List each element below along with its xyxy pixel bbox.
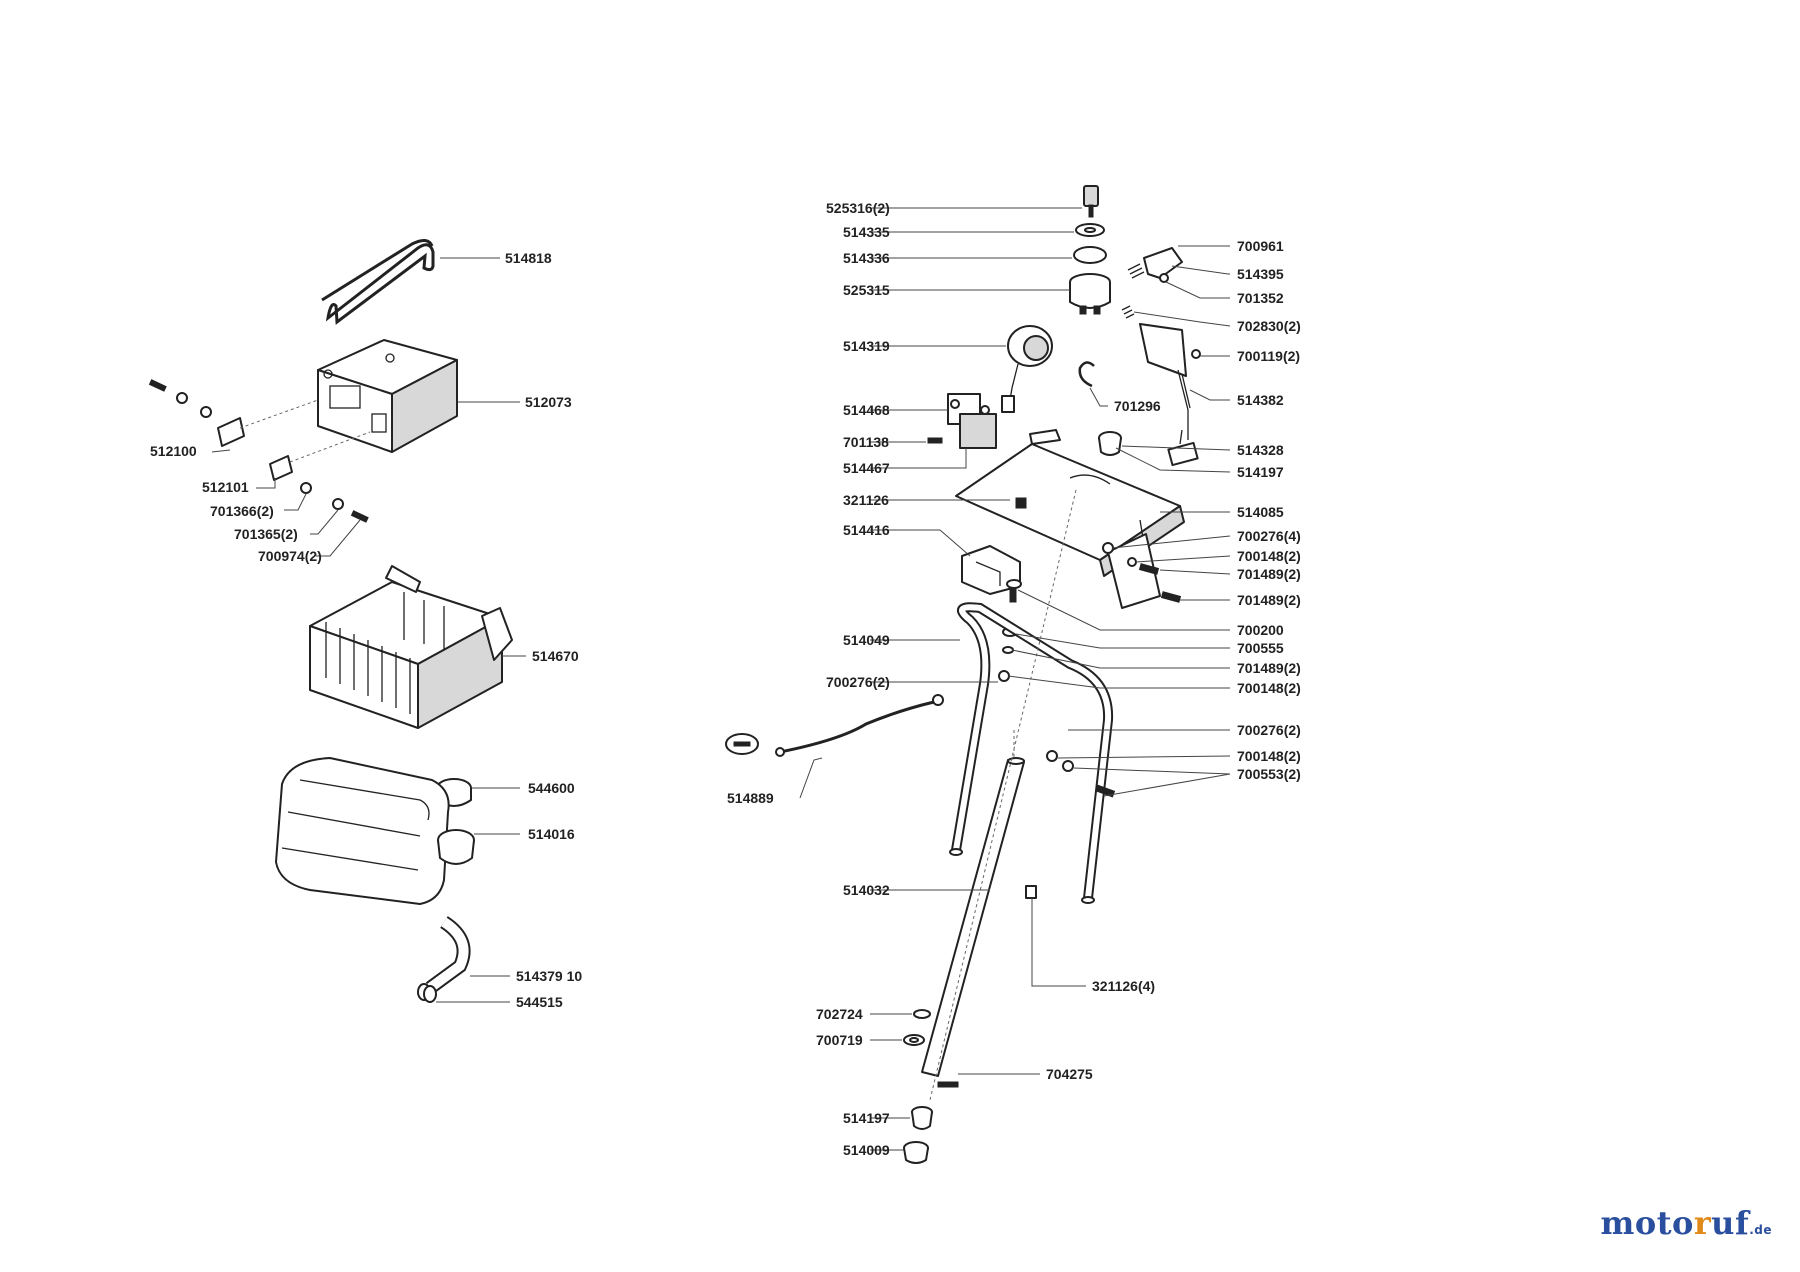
part-number-label: 321126: [843, 492, 889, 508]
part-number-label: 701365(2): [234, 526, 298, 542]
part-number-label: 514197: [843, 1110, 890, 1126]
logo-suffix: .de: [1749, 1223, 1772, 1237]
part-number-label: 701489(2): [1237, 566, 1301, 582]
part-number-label: 525316(2): [826, 200, 890, 216]
fuel-hose-part: [417, 916, 471, 1003]
logo-text-part: uf: [1711, 1204, 1750, 1242]
part-number-label: 514467: [843, 460, 890, 476]
washer-hole-part: [1084, 227, 1096, 233]
throttle-bracket-part: [1121, 305, 1201, 440]
part-number-label: 514379 10: [516, 968, 582, 984]
part-number-label: 514328: [1237, 442, 1284, 458]
part-number-label: 514336: [843, 250, 890, 266]
part-number-label: 514197: [1237, 464, 1284, 480]
part-number-label: 514670: [532, 648, 579, 664]
part-number-label: 514382: [1237, 392, 1284, 408]
circlip-part: [1078, 361, 1095, 388]
bracket-hardware-part: [998, 542, 1182, 682]
column-bottom-hardware-part: [903, 1009, 959, 1164]
part-number-label: 514818: [505, 250, 552, 266]
ignition-switch-part: [1069, 273, 1111, 315]
part-number-label: 700200: [1237, 622, 1284, 638]
dashboard-panel-part: [955, 429, 1185, 609]
part-number-label: 700276(4): [1237, 528, 1301, 544]
part-number-label: 514335: [843, 224, 890, 240]
part-number-label: 514319: [843, 338, 890, 354]
part-number-label: 701489(2): [1237, 592, 1301, 608]
part-number-labels: 514818 512073 512100 512101 701366(2) 70…: [150, 200, 1301, 1158]
part-number-label: 512100: [150, 443, 197, 459]
battery-strap-part: [321, 239, 435, 325]
part-number-label: 700555: [1237, 640, 1284, 656]
terminal-hardware-part: [148, 379, 371, 523]
part-number-label: 701352: [1237, 290, 1284, 306]
part-number-label: 701489(2): [1237, 660, 1301, 676]
logo-text-part: r: [1693, 1204, 1712, 1242]
leader-lines: [211, 207, 1231, 1151]
ground-cable-part: [725, 694, 944, 757]
part-number-label: 514889: [727, 790, 774, 806]
part-number-label: 514032: [843, 882, 890, 898]
part-number-label: 700961: [1237, 238, 1284, 254]
ignition-key-part: [1083, 185, 1099, 218]
part-number-label: 544515: [516, 994, 563, 1010]
bushing-part: [1098, 431, 1122, 456]
part-number-label: 514016: [528, 826, 575, 842]
part-number-label: 514049: [843, 632, 890, 648]
buzzer-part: [1001, 325, 1053, 413]
part-number-label: 700148(2): [1237, 548, 1301, 564]
steering-column-part: [921, 489, 1077, 1101]
part-number-label: 701138: [843, 434, 889, 450]
part-number-label: 701366(2): [210, 503, 274, 519]
part-number-label: 512073: [525, 394, 572, 410]
part-number-label: 700148(2): [1237, 748, 1301, 764]
part-number-label: 702724: [816, 1006, 863, 1022]
handle-side-hardware-part: [1025, 750, 1116, 899]
part-number-label: 514416: [843, 522, 890, 538]
handle-frame-part: [949, 602, 1114, 904]
part-number-label: 700276(2): [1237, 722, 1301, 738]
part-number-label: 514009: [843, 1142, 890, 1158]
logo-text-part: moto: [1600, 1204, 1694, 1242]
battery-part: [317, 339, 458, 453]
part-number-label: 701296: [1114, 398, 1161, 414]
part-number-label: 700553(2): [1237, 766, 1301, 782]
part-number-label: 702830(2): [1237, 318, 1301, 334]
brand-logo: motoruf.de: [1600, 1204, 1772, 1242]
part-number-label: 321126(4): [1092, 978, 1155, 994]
part-number-label: 514085: [1237, 504, 1284, 520]
part-number-label: 700719: [816, 1032, 863, 1048]
part-number-label: 700276(2): [826, 674, 890, 690]
part-number-label: 700974(2): [258, 548, 322, 564]
part-number-label: 700119(2): [1237, 348, 1300, 364]
part-number-label: 512101: [202, 479, 249, 495]
part-number-label: 514395: [1237, 266, 1284, 282]
part-number-label: 700148(2): [1237, 680, 1301, 696]
nut-part: [1073, 246, 1107, 264]
part-number-label: 525315: [843, 282, 890, 298]
throttle-knob-part: [1127, 247, 1183, 283]
part-number-label: 514468: [843, 402, 890, 418]
part-number-label: 544600: [528, 780, 575, 796]
fuel-tank-part: [275, 757, 475, 905]
relay-part: [927, 393, 997, 449]
part-number-label: 704275: [1046, 1066, 1093, 1082]
battery-tray-part: [309, 565, 513, 729]
